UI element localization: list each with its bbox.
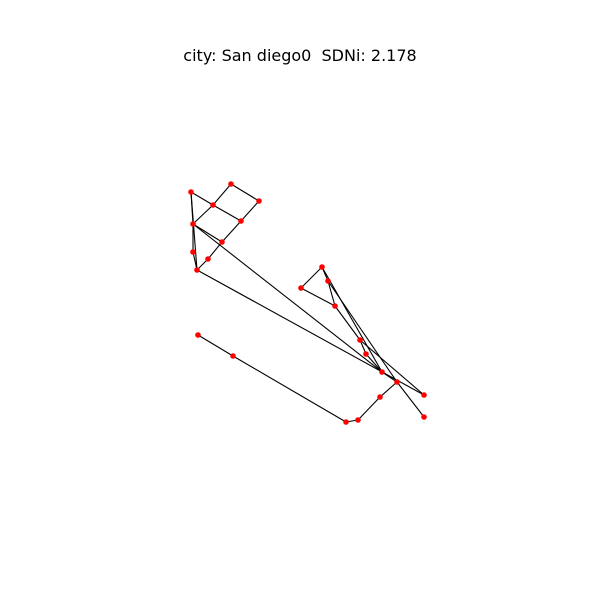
graph-node (421, 414, 427, 420)
graph-node (194, 267, 200, 273)
graph-edge (381, 371, 398, 383)
graph-edge (396, 381, 425, 418)
graph-node (343, 419, 349, 425)
graph-node (190, 221, 196, 227)
graph-node (421, 392, 427, 398)
graph-node (195, 332, 201, 338)
edge-layer (190, 183, 425, 423)
graph-edge (190, 191, 214, 206)
graph-edge (359, 339, 425, 396)
graph-node (363, 351, 369, 357)
graph-node (325, 278, 331, 284)
graph-edge (357, 396, 381, 421)
graph-edge (321, 266, 383, 373)
graph-edge (232, 355, 347, 423)
graph-edge (196, 269, 425, 396)
graph-edge (197, 334, 234, 357)
graph-edge (190, 191, 198, 271)
graph-node (230, 353, 236, 359)
graph-node (219, 239, 225, 245)
graph-edge (300, 266, 323, 289)
graph-edge (365, 353, 383, 373)
graph-node (210, 202, 216, 208)
graph-edge (192, 223, 383, 373)
graph-edge (230, 183, 260, 202)
graph-edge (240, 200, 260, 222)
node-layer (188, 181, 427, 425)
figure-title: city: San diego0 SDNi: 2.178 (183, 46, 417, 65)
graph-node (355, 417, 361, 423)
graph-node (377, 394, 383, 400)
graph-node (205, 256, 211, 262)
graph-node (379, 369, 385, 375)
graph-edge (221, 220, 242, 243)
graph-edge (212, 204, 242, 222)
graph-edge (192, 223, 223, 243)
graph-edge (327, 280, 336, 307)
graph-node (298, 285, 304, 291)
graph-edge (300, 287, 336, 307)
graph-edge (212, 183, 232, 206)
graph-node (188, 189, 194, 195)
graph-node (190, 249, 196, 255)
graph-edge (327, 280, 398, 383)
graph-edge (379, 381, 398, 398)
graph-edge (334, 305, 361, 341)
graph-node (228, 181, 234, 187)
graph-node (357, 337, 363, 343)
graph-node (332, 303, 338, 309)
graph-node (256, 198, 262, 204)
graph-node (238, 218, 244, 224)
graph-edge (192, 251, 198, 271)
graph-edge (192, 204, 214, 225)
graph-node (394, 379, 400, 385)
graph-node (319, 264, 325, 270)
